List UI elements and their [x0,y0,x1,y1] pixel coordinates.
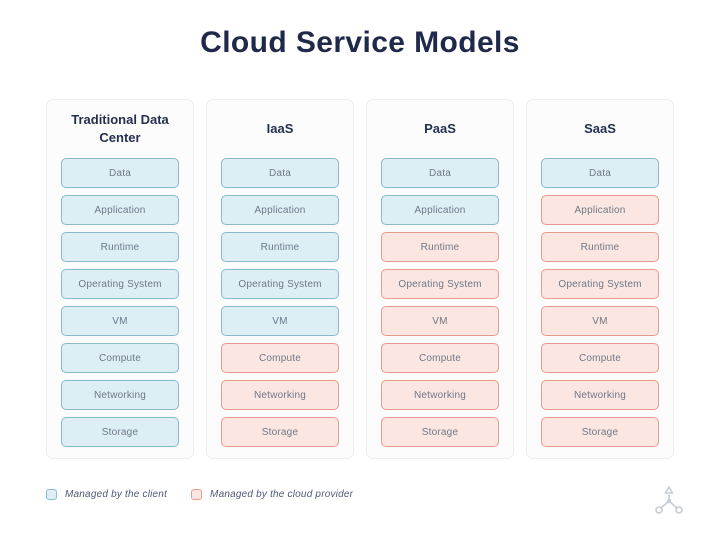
legend-item-client: Managed by the client [46,489,167,500]
column-iaas: IaaS Data Application Runtime Operating … [206,99,354,459]
layer-box-operating-system: Operating System [541,269,659,299]
columns-container: Traditional Data Center Data Application… [46,99,674,459]
layer-box-networking: Networking [221,380,339,410]
layer-box-data: Data [61,158,179,188]
legend: Managed by the client Managed by the clo… [46,489,353,500]
layer-box-data: Data [541,158,659,188]
layer-box-compute: Compute [61,343,179,373]
layer-box-compute: Compute [541,343,659,373]
layer-box-runtime: Runtime [541,232,659,262]
layer-box-operating-system: Operating System [61,269,179,299]
layer-stack: Data Application Runtime Operating Syste… [381,158,499,447]
layer-box-application: Application [221,195,339,225]
layer-box-runtime: Runtime [221,232,339,262]
layer-box-storage: Storage [221,417,339,447]
layer-stack: Data Application Runtime Operating Syste… [61,158,179,447]
column-header: IaaS [266,121,294,137]
layer-box-compute: Compute [221,343,339,373]
layer-box-application: Application [381,195,499,225]
layer-box-vm: VM [541,306,659,336]
layer-box-vm: VM [381,306,499,336]
layer-box-storage: Storage [61,417,179,447]
legend-label-provider: Managed by the cloud provider [210,489,354,500]
layer-box-networking: Networking [541,380,659,410]
network-nodes-icon [650,482,688,525]
layer-box-compute: Compute [381,343,499,373]
legend-item-provider: Managed by the cloud provider [191,489,353,500]
column-header: PaaS [424,121,456,137]
column-header: SaaS [584,121,616,137]
layer-box-storage: Storage [541,417,659,447]
layer-box-data: Data [221,158,339,188]
layer-box-vm: VM [221,306,339,336]
layer-box-operating-system: Operating System [381,269,499,299]
column-header: Traditional Data Center [71,112,169,145]
layer-box-networking: Networking [61,380,179,410]
provider-swatch-icon [191,489,203,500]
page-title: Cloud Service Models [200,26,520,59]
layer-stack: Data Application Runtime Operating Syste… [221,158,339,447]
column-traditional-data-center: Traditional Data Center Data Application… [46,99,194,459]
layer-box-storage: Storage [381,417,499,447]
layer-box-runtime: Runtime [381,232,499,262]
layer-stack: Data Application Runtime Operating Syste… [541,158,659,447]
column-paas: PaaS Data Application Runtime Operating … [366,99,514,459]
layer-box-application: Application [541,195,659,225]
client-swatch-icon [46,489,57,500]
layer-box-runtime: Runtime [61,232,179,262]
layer-box-vm: VM [61,306,179,336]
layer-box-application: Application [61,195,179,225]
layer-box-operating-system: Operating System [221,269,339,299]
layer-box-networking: Networking [381,380,499,410]
layer-box-data: Data [381,158,499,188]
column-saas: SaaS Data Application Runtime Operating … [526,99,674,459]
legend-label-client: Managed by the client [65,489,168,500]
